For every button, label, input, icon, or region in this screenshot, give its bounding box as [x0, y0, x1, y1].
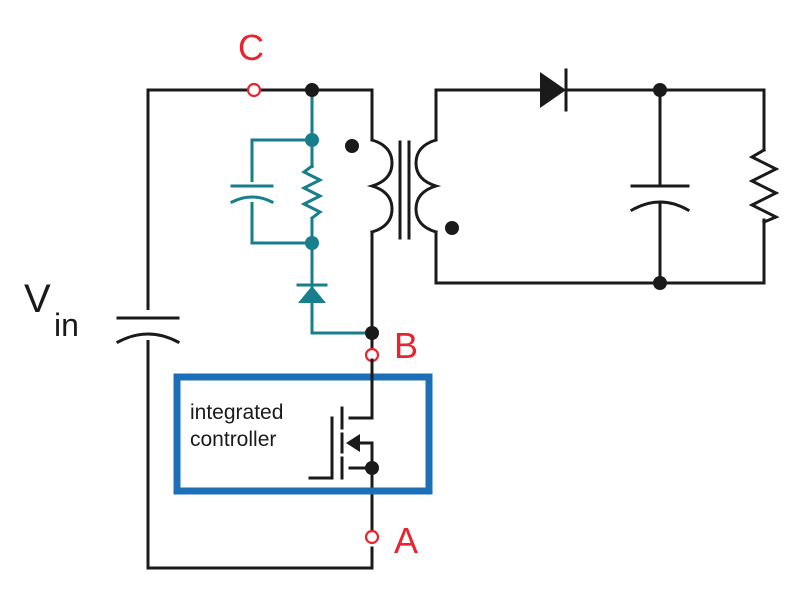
transformer-core — [398, 140, 411, 240]
primary-polarity-dot — [345, 139, 359, 153]
node-b-label: B — [394, 325, 418, 366]
vin-subscript: in — [54, 307, 79, 343]
junction-dot — [653, 83, 667, 97]
load-resistor — [748, 147, 780, 224]
junction-dot — [305, 236, 319, 250]
output-capacitor — [629, 184, 691, 213]
junction-dot — [653, 276, 667, 290]
probe-point-a — [364, 529, 380, 545]
integrated-controller-box — [173, 373, 433, 495]
controller-label-line1: integrated — [190, 401, 283, 424]
transformer-primary-winding — [345, 138, 394, 234]
rcd-snubber — [229, 88, 374, 335]
controller-label-line2: controller — [190, 428, 276, 451]
mosfet-switch — [308, 358, 379, 482]
node-c-label: C — [238, 27, 264, 68]
junction-dot — [305, 133, 319, 147]
input-rail-top — [146, 88, 374, 142]
secondary-wiring — [434, 88, 766, 285]
junction-dot — [305, 83, 319, 97]
input-capacitor — [110, 310, 186, 345]
output-diode — [540, 68, 568, 112]
probe-point-c — [246, 82, 262, 98]
secondary-polarity-dot — [445, 221, 459, 235]
node-a-label: A — [394, 520, 418, 561]
transformer-secondary-winding — [414, 138, 459, 235]
vin-label: V — [24, 277, 51, 321]
switch-node-dot — [365, 326, 379, 340]
snubber-diode — [298, 286, 326, 303]
mosfet-gate — [308, 416, 334, 480]
